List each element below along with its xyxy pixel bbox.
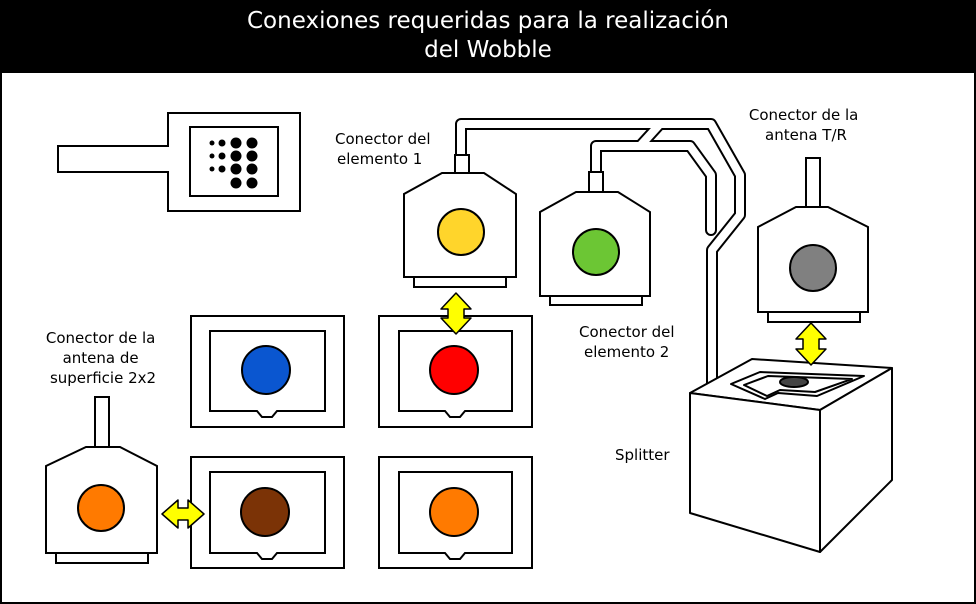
splitter-box <box>689 358 893 553</box>
arrow-antenna-splitter <box>795 322 827 366</box>
green-port <box>572 228 620 276</box>
antenna-tr-connector <box>757 157 869 323</box>
diagram-border <box>0 71 976 604</box>
label-antenna-tr-line-1: Conector de la <box>749 106 859 124</box>
element-2-connector <box>539 171 651 306</box>
title-bar: Conexiones requeridas para la realizació… <box>0 0 976 72</box>
label-element-1-line-2: elemento 1 <box>337 150 422 168</box>
label-element-2-line-2: elemento 2 <box>584 343 669 361</box>
brown-port <box>240 487 290 537</box>
label-element-2: Conector del elemento 2 <box>579 323 679 361</box>
title-line-1: Conexiones requeridas para la realizació… <box>247 8 729 34</box>
blue-port <box>241 345 291 395</box>
orange-port-connector <box>77 484 125 532</box>
label-surface-antenna-line-2: antena de <box>63 349 139 367</box>
panel-port-orange <box>378 456 533 569</box>
label-splitter: Splitter <box>615 446 670 464</box>
label-antenna-tr-line-2: antena T/R <box>765 126 847 144</box>
panel-port-blue <box>190 315 345 428</box>
red-port <box>429 345 479 395</box>
yellow-port <box>437 208 485 256</box>
arrow-surface-brown <box>161 499 205 529</box>
label-element-2-line-1: Conector del <box>579 323 675 341</box>
element-1-connector <box>403 154 517 288</box>
db-connector <box>57 112 301 212</box>
gray-port <box>789 244 837 292</box>
label-antenna-tr: Conector de la antena T/R <box>749 106 863 144</box>
db-pin-dots <box>209 137 258 189</box>
label-surface-antenna-line-1: Conector de la <box>46 329 156 347</box>
title-line-2: del Wobble <box>424 37 552 63</box>
arrow-element1-red <box>440 292 472 335</box>
panel-port-brown <box>190 456 345 569</box>
label-element-1: Conector del elemento 1 <box>335 130 435 168</box>
label-element-1-line-1: Conector del <box>335 130 431 148</box>
panel-port-red <box>378 315 533 428</box>
label-surface-antenna: Conector de la antena de superficie 2x2 <box>46 329 160 387</box>
orange-port <box>429 487 479 537</box>
surface-antenna-connector <box>45 396 158 564</box>
splitter-port <box>779 376 809 388</box>
cables <box>455 118 746 391</box>
label-surface-antenna-line-3: superficie 2x2 <box>50 369 156 387</box>
